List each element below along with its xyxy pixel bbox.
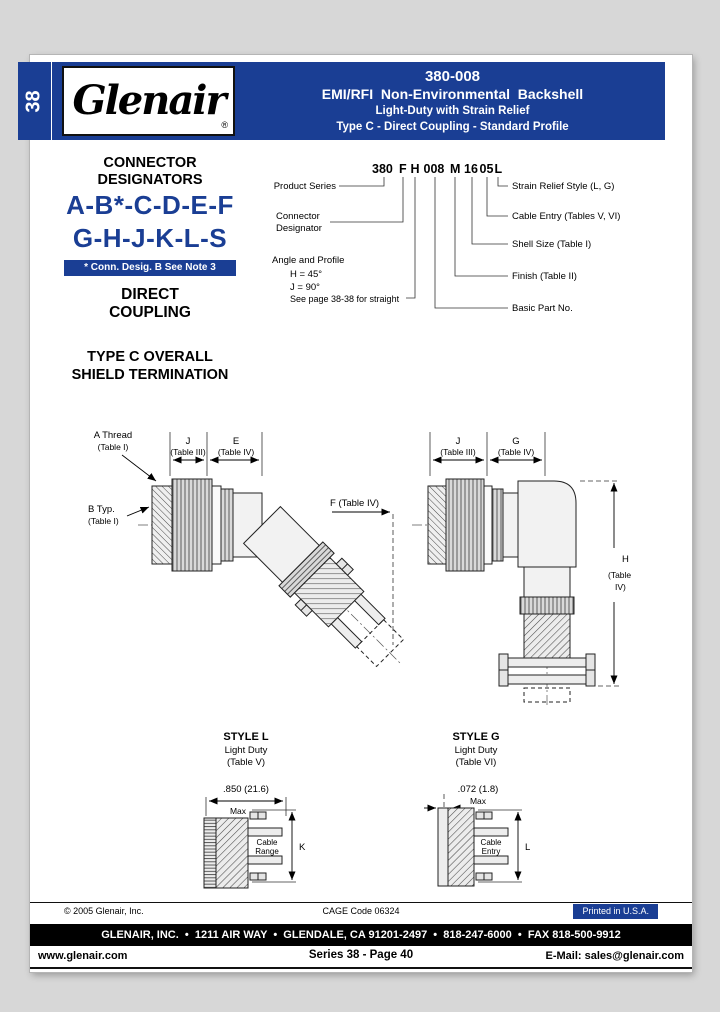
- series-tab: 38: [18, 62, 51, 140]
- copyright-row: CAGE Code 06324 © 2005 Glenair, Inc. Pri…: [30, 904, 692, 920]
- cage-code: CAGE Code 06324: [322, 906, 400, 916]
- footer-links-row: Series 38 - Page 40 www.glenair.com E-Ma…: [30, 946, 692, 967]
- company-address-band: GLENAIR, INC. • 1211 AIR WAY • GLENDALE,…: [30, 924, 692, 946]
- designator-letters-2: G-H-J-K-L-S: [72, 223, 228, 253]
- footer-bottom-rule: [30, 967, 692, 969]
- termination-line-2: SHIELD TERMINATION: [71, 367, 229, 383]
- document-number: 380-008: [424, 67, 481, 85]
- website-link: www.glenair.com: [38, 950, 128, 962]
- registered-trademark-icon: ®: [221, 120, 228, 130]
- series-number: 38: [23, 89, 45, 113]
- email-link: E-Mail: sales@glenair.com: [545, 950, 685, 962]
- page-subtitle-1: Light-Duty with Strain Relief: [375, 104, 530, 117]
- designator-letters-1: A-B*-C-D-E-F: [66, 190, 234, 220]
- connector-designators-block: CONNECTOR DESIGNATORS A-B*-C-D-E-F G-H-J…: [56, 155, 244, 384]
- designators-heading-2: DESIGNATORS: [97, 172, 203, 188]
- glenair-logo-text: Glenair: [72, 77, 226, 124]
- coupling-line-2: COUPLING: [109, 304, 191, 321]
- title-block: 380-008 EMI/RFI Non-Environmental Backsh…: [240, 64, 665, 138]
- designators-heading-1: CONNECTOR: [103, 155, 197, 171]
- page-subtitle-2: Type C - Direct Coupling - Standard Prof…: [336, 120, 569, 133]
- glenair-logo: Glenair ®: [62, 66, 235, 136]
- copyright: © 2005 Glenair, Inc.: [64, 906, 144, 916]
- company-address: GLENAIR, INC. • 1211 AIR WAY • GLENDALE,…: [101, 929, 621, 941]
- footer-divider: [30, 902, 692, 903]
- coupling-line-1: DIRECT: [121, 286, 179, 303]
- series-page-number: Series 38 - Page 40: [308, 949, 414, 961]
- termination-line-1: TYPE C OVERALL: [87, 349, 213, 365]
- designator-note: * Conn. Desig. B See Note 3: [64, 260, 236, 276]
- printed-in-usa-badge: Printed in U.S.A.: [573, 904, 658, 919]
- page-title: EMI/RFI Non-Environmental Backshell: [321, 85, 584, 102]
